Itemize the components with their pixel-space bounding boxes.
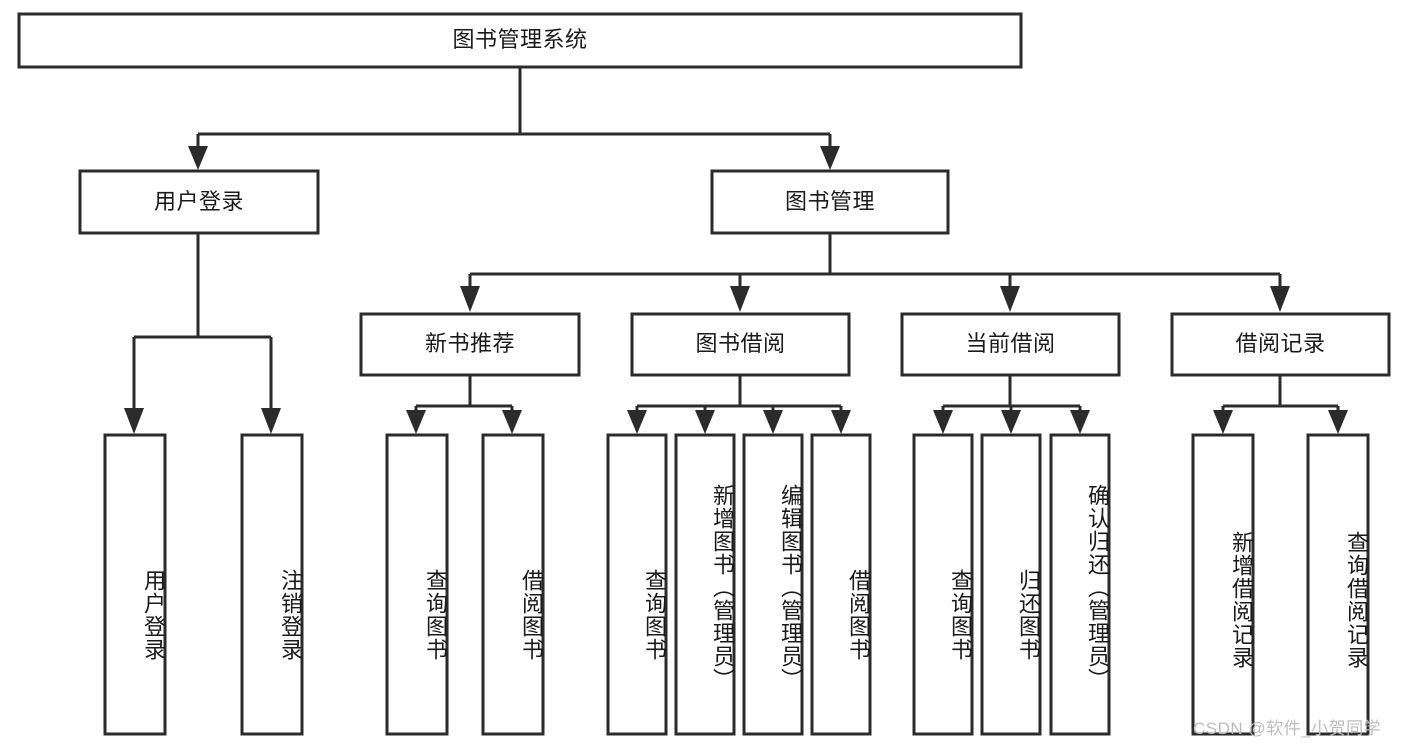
- node-box-leaf-query-books-cb[interactable]: [912, 433, 974, 736]
- node-box-book-borrow[interactable]: [630, 312, 851, 377]
- node-box-leaf-query-books-nb[interactable]: [385, 433, 449, 736]
- arrow-head-level3-1: [730, 286, 750, 312]
- arrow-head-newbook-1: [502, 410, 522, 434]
- arrow-head-level3-3: [1270, 286, 1290, 312]
- arrow-head-bookborrow-1: [695, 410, 715, 434]
- arrow-head-bookborrow-3: [831, 410, 851, 434]
- arrow-head-currentborrow-1: [1001, 410, 1021, 434]
- node-box-leaf-edit-book-admin[interactable]: [742, 433, 804, 736]
- node-box-leaf-confirm-return-admin[interactable]: [1049, 433, 1111, 736]
- node-box-borrow-records[interactable]: [1170, 312, 1391, 377]
- arrow-head-userlogin-1: [261, 408, 281, 434]
- node-box-leaf-add-book-admin[interactable]: [674, 433, 736, 736]
- node-box-leaf-user-login[interactable]: [103, 433, 167, 736]
- arrow-head-borrowrecords-1: [1328, 410, 1348, 434]
- node-box-current-borrow[interactable]: [900, 312, 1121, 377]
- node-box-leaf-logout[interactable]: [240, 433, 304, 736]
- arrow-head-level2-1: [820, 146, 840, 170]
- arrow-head-currentborrow-0: [933, 410, 953, 434]
- arrow-head-bookborrow-0: [627, 410, 647, 434]
- node-box-user-login[interactable]: [78, 169, 320, 235]
- arrow-head-bookborrow-2: [763, 410, 783, 434]
- arrow-head-level2-0: [188, 146, 208, 170]
- node-box-book-management[interactable]: [710, 169, 950, 235]
- arrow-head-borrowrecords-0: [1213, 410, 1233, 434]
- node-box-leaf-query-borrow-record[interactable]: [1306, 433, 1370, 736]
- node-box-leaf-borrow-books-bb[interactable]: [810, 433, 872, 736]
- node-box-leaf-query-books-bb[interactable]: [606, 433, 668, 736]
- arrow-head-currentborrow-2: [1070, 410, 1090, 434]
- node-box-leaf-add-borrow-record[interactable]: [1191, 433, 1255, 736]
- node-box-leaf-return-books[interactable]: [980, 433, 1042, 736]
- arrow-head-level3-2: [1000, 286, 1020, 312]
- node-box-root[interactable]: [17, 12, 1023, 69]
- node-box-new-book-recommend[interactable]: [359, 312, 581, 377]
- arrow-head-newbook-0: [406, 410, 426, 434]
- arrow-head-level3-0: [460, 286, 480, 312]
- arrow-head-userlogin-0: [124, 408, 144, 434]
- node-box-leaf-borrow-books-nb[interactable]: [481, 433, 545, 736]
